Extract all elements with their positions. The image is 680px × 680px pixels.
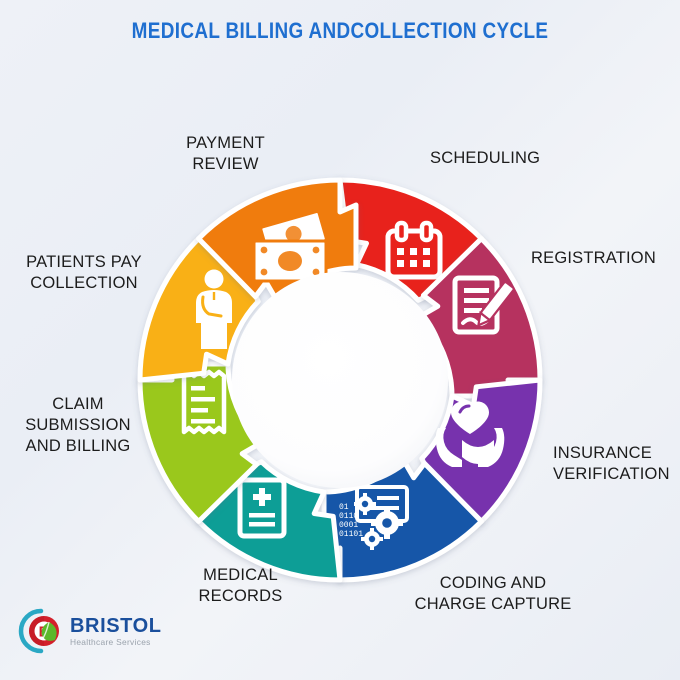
label-scheduling: SCHEDULING	[430, 149, 541, 167]
page-title: MEDICAL BILLING ANDCOLLECTION CYCLE	[131, 18, 549, 43]
logo-text-block: BRISTOL Healthcare Services	[70, 616, 162, 646]
patient-person-icon	[196, 269, 232, 349]
wheel-hub	[232, 272, 448, 488]
medical-record-icon	[237, 477, 287, 539]
segment-patients-pay-collection[interactable]	[137, 236, 261, 383]
segment-coding-and-charge-capture[interactable]: 01 0110 0001 01101	[321, 456, 484, 583]
label-insurance-verification: INSURANCE VERIFICATION	[553, 444, 670, 484]
svg-text:01101: 01101	[339, 530, 363, 539]
cycle-wheel: 01 0110 0001 01101	[110, 150, 570, 610]
label-patients-pay-collection: PATIENTS PAY COLLECTION	[26, 253, 142, 293]
hands-heart-icon	[435, 401, 505, 467]
logo-tagline: Healthcare Services	[70, 636, 151, 647]
document-pencil-icon	[452, 275, 515, 335]
segment-payment-review[interactable]	[196, 177, 359, 304]
cash-money-icon	[252, 210, 328, 283]
label-medical-records: MEDICAL RECORDS	[198, 566, 283, 606]
bristol-logo[interactable]: B BRISTOL Healthcare Services	[18, 608, 162, 654]
label-coding-and-charge-capture: CODING AND CHARGE CAPTURE	[414, 574, 572, 614]
segment-insurance-verification[interactable]	[419, 377, 543, 524]
label-payment-review: PAYMENT REVIEW	[186, 134, 265, 174]
svg-text:01: 01	[339, 503, 349, 512]
svg-text:0110: 0110	[339, 512, 358, 521]
label-registration: REGISTRATION	[531, 249, 656, 267]
logo-name: BRISTOL	[70, 614, 162, 637]
calendar-icon	[385, 220, 443, 280]
label-claim-submission-and-billing: CLAIM SUBMISSION AND BILLING	[25, 395, 131, 456]
binary-gears-icon: 01 0110 0001 01101	[339, 485, 409, 550]
segment-registration[interactable]	[416, 236, 543, 399]
svg-text:0001: 0001	[339, 521, 358, 530]
bristol-circle-logo-icon: B	[18, 608, 59, 654]
